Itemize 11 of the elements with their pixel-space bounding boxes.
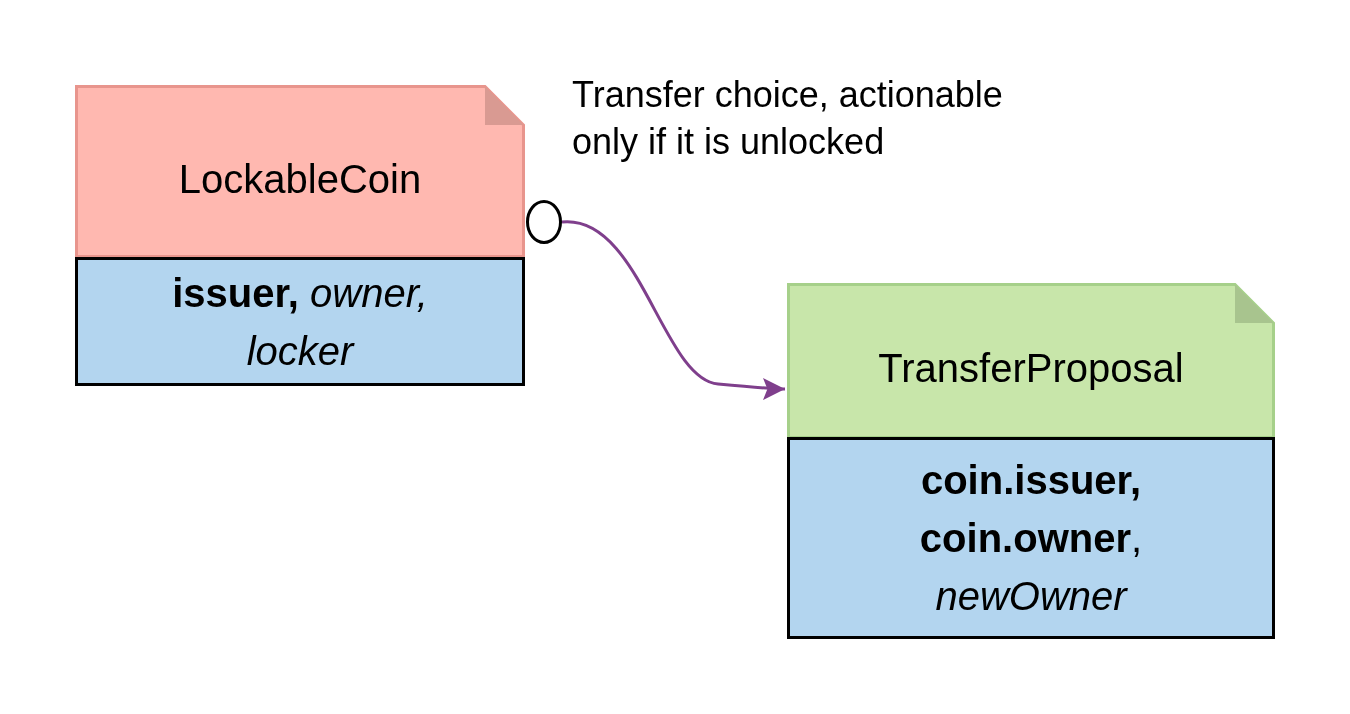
attribute-box: [787, 437, 1275, 639]
node-title: TransferProposal: [878, 345, 1184, 392]
node-title: LockableCoin: [178, 155, 422, 203]
attribute-list: coin.issuer, coin.owner, newOwner: [881, 451, 1181, 625]
note-box: [787, 283, 1275, 439]
arrow: [561, 220, 785, 401]
attribute-box: [75, 257, 525, 386]
annotation-text: Transfer choice, actionable only if it is unlocked: [572, 73, 1004, 164]
attribute-list: issuer, owner, locker: [150, 263, 450, 380]
choice-circle: [526, 200, 562, 244]
note-box: [75, 85, 525, 258]
